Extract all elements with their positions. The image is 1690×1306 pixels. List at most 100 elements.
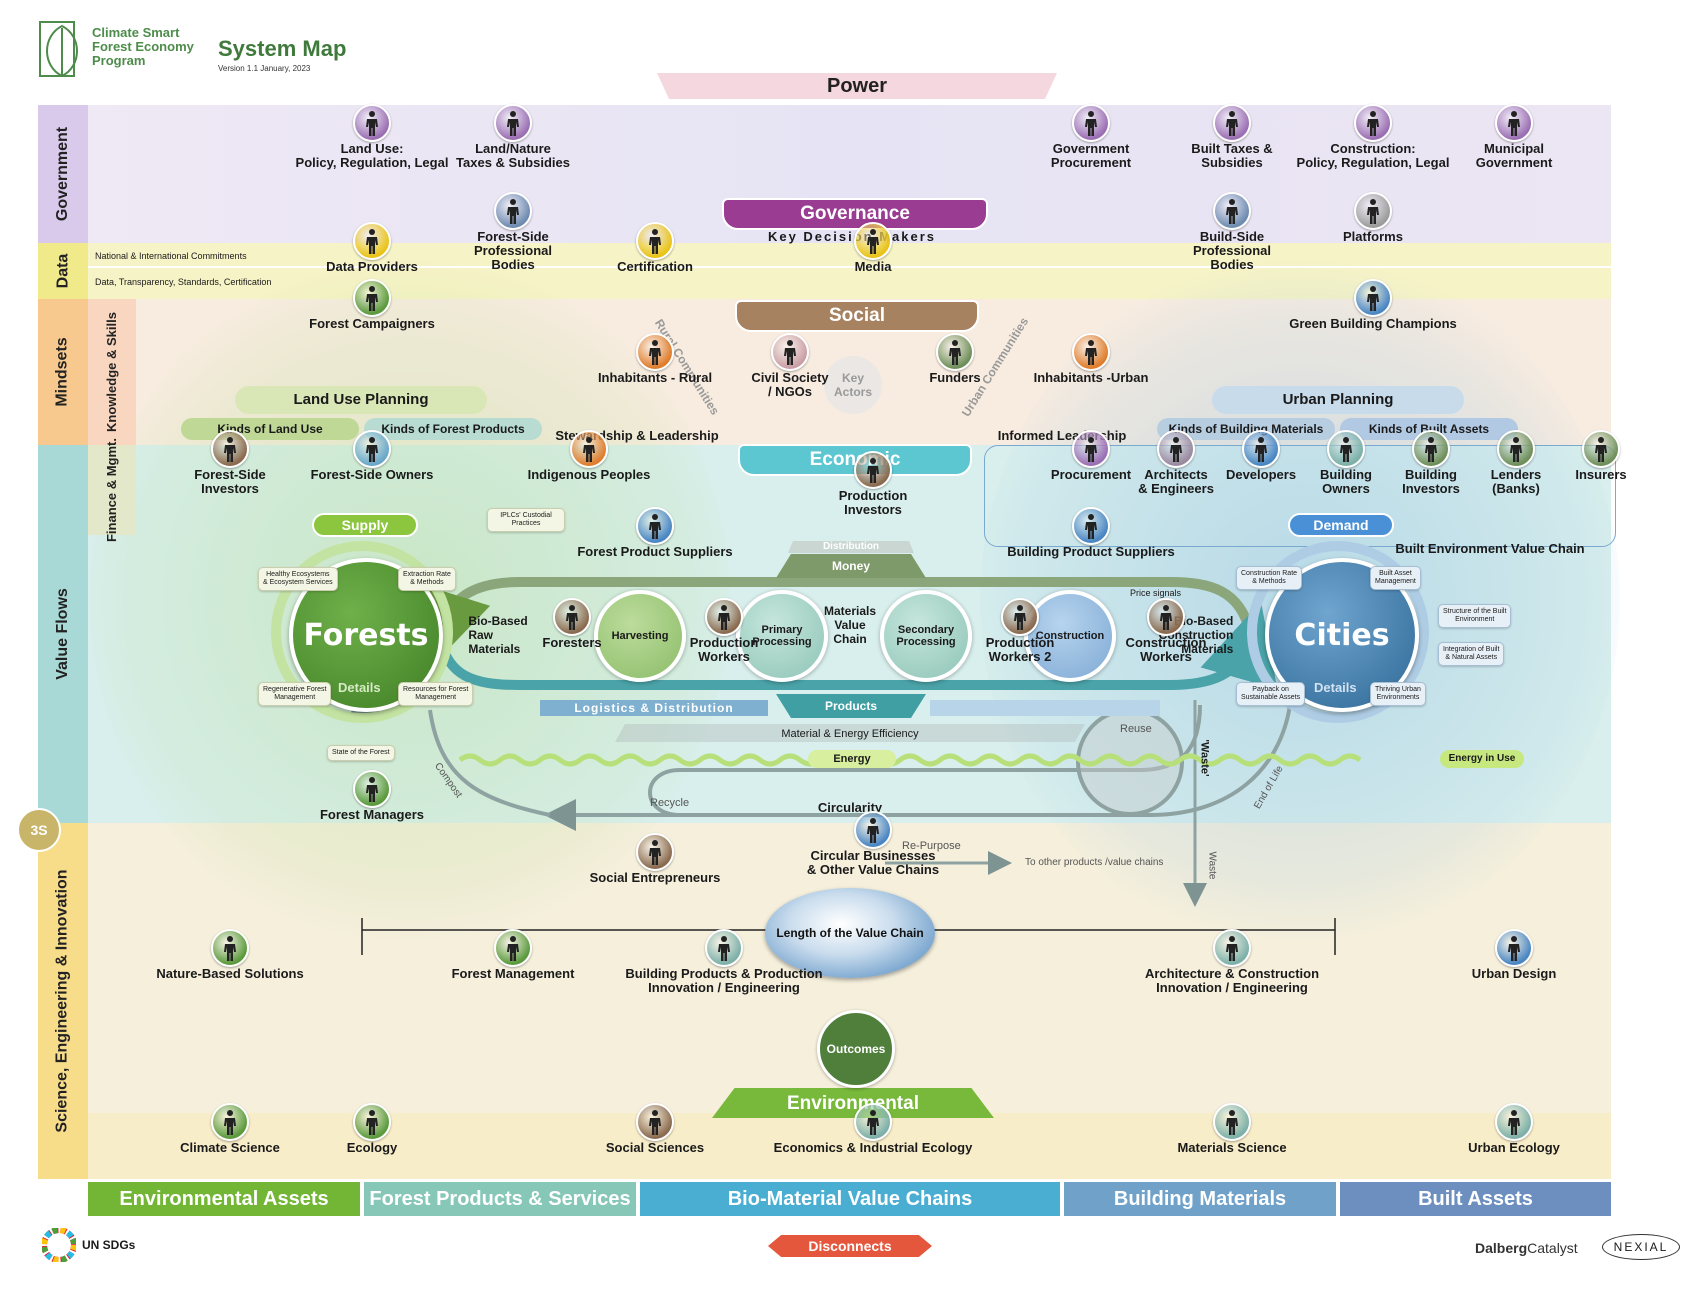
knowledge-skills-label: Knowledge & Skills xyxy=(88,299,136,445)
city-tag-integration: Integration of Built & Natural Assets xyxy=(1438,642,1505,666)
sdg-wheel-icon xyxy=(42,1228,76,1262)
circular-businesses-person-icon[interactable] xyxy=(854,811,892,849)
governance-banner: Governance xyxy=(722,198,988,230)
land-use-person-icon[interactable] xyxy=(353,104,391,142)
procurement-person-icon[interactable] xyxy=(1072,430,1110,468)
construction-policy-person-icon[interactable] xyxy=(1354,104,1392,142)
length-of-value-chain-label: Length of the Value Chain xyxy=(776,926,924,940)
urban-design-label: Urban Design xyxy=(1471,966,1557,981)
data-commitments-label: National & International Commitments xyxy=(95,251,247,261)
building-product-suppliers-person-icon[interactable] xyxy=(1072,507,1110,545)
funders-person-icon[interactable] xyxy=(936,333,974,371)
forest-owners-person-icon[interactable] xyxy=(353,430,391,468)
cities-details-label[interactable]: Details xyxy=(1314,680,1357,695)
inhabitants-rural-person-icon[interactable] xyxy=(636,333,674,371)
production-investors-person-icon[interactable] xyxy=(854,451,892,489)
platforms-label: Platforms xyxy=(1343,229,1403,244)
media-person-icon[interactable] xyxy=(854,222,892,260)
demand-actors-box xyxy=(984,445,1616,547)
products-band: Products xyxy=(776,694,926,718)
bio-raw-materials-label: Bio-Based Raw Materials xyxy=(468,614,527,656)
secondary-processing-node[interactable]: Secondary Processing xyxy=(880,590,972,682)
urban-planning-pill[interactable]: Urban Planning xyxy=(1212,386,1464,414)
forest-tag-resources: Resources for Forest Management xyxy=(398,682,474,706)
lenders-person-icon[interactable] xyxy=(1497,430,1535,468)
green-building-person-icon[interactable] xyxy=(1354,279,1392,317)
demand-pill: Demand xyxy=(1288,513,1394,537)
social-entrepreneurs-person-icon[interactable] xyxy=(636,833,674,871)
construction-workers-person-icon[interactable] xyxy=(1147,598,1185,636)
forest-bodies-person-icon[interactable] xyxy=(494,192,532,230)
construction-node[interactable]: Construction xyxy=(1024,590,1116,682)
forest-owners-label: Forest-Side Owners xyxy=(310,467,434,482)
forest-investors-person-icon[interactable] xyxy=(211,430,249,468)
program-name-line3: Program xyxy=(92,53,146,68)
building-owners-label: Building Owners xyxy=(1320,467,1372,496)
production-workers2-person-icon[interactable] xyxy=(1001,598,1039,636)
architects-person-icon[interactable] xyxy=(1157,430,1195,468)
dalberg-logo: DalbergCatalyst xyxy=(1475,1240,1578,1256)
nbs-person-icon[interactable] xyxy=(211,929,249,967)
city-tag-construction-rate: Construction Rate & Methods xyxy=(1236,566,1303,590)
forest-campaigners-person-icon[interactable] xyxy=(353,279,391,317)
civil-society-person-icon[interactable] xyxy=(771,333,809,371)
harvesting-node[interactable]: Harvesting xyxy=(594,590,686,682)
primary-processing-node[interactable]: Primary Processing xyxy=(736,590,828,682)
version-text: Version 1.1 January, 2023 xyxy=(218,64,311,73)
social-sciences-label: Social Sciences xyxy=(605,1140,705,1155)
forest-product-suppliers-person-icon[interactable] xyxy=(636,507,674,545)
forest-tag-extraction-text: Extraction Rate & Methods xyxy=(403,571,451,586)
social-sciences-person-icon[interactable] xyxy=(636,1103,674,1141)
arch-construction-person-icon[interactable] xyxy=(1213,929,1251,967)
kinds-built-assets-pill[interactable]: Kinds of Built Assets xyxy=(1340,418,1518,440)
platforms-person-icon[interactable] xyxy=(1354,192,1392,230)
sdgs-label: UN SDGs xyxy=(82,1238,136,1252)
state-of-forest-tag: State of the Forest xyxy=(327,745,395,761)
kinds-forest-products-pill[interactable]: Kinds of Forest Products xyxy=(364,418,542,440)
building-investors-person-icon[interactable] xyxy=(1412,430,1450,468)
indigenous-person-icon[interactable] xyxy=(570,430,608,468)
land-use-label: Land Use: Policy, Regulation, Legal xyxy=(295,141,449,170)
urban-design-person-icon[interactable] xyxy=(1495,929,1533,967)
env-assets-bar: Environmental Assets xyxy=(88,1182,360,1216)
building-owners-person-icon[interactable] xyxy=(1327,430,1365,468)
repurpose-label: Re-Purpose xyxy=(902,840,961,852)
env-assets-label: Environmental Assets xyxy=(119,1187,329,1210)
insurers-person-icon[interactable] xyxy=(1582,430,1620,468)
materials-science-person-icon[interactable] xyxy=(1213,1103,1251,1141)
disconnects-banner: Disconnects xyxy=(768,1235,932,1257)
building-materials-label: Building Materials xyxy=(1113,1187,1287,1210)
climate-science-person-icon[interactable] xyxy=(211,1103,249,1141)
price-signals-label: Price signals xyxy=(1130,588,1182,598)
nbs-label: Nature-Based Solutions xyxy=(156,966,304,981)
city-tag-structure-text: Structure of the Built Environment xyxy=(1443,608,1507,623)
built-taxes-person-icon[interactable] xyxy=(1213,104,1251,142)
land-nature-person-icon[interactable] xyxy=(494,104,532,142)
city-tag-thriving: Thriving Urban Environments xyxy=(1370,682,1426,706)
land-use-planning-pill[interactable]: Land Use Planning xyxy=(235,386,487,414)
foresters-person-icon[interactable] xyxy=(553,598,591,636)
developers-person-icon[interactable] xyxy=(1242,430,1280,468)
data-providers-label: Data Providers xyxy=(326,259,418,274)
supply-pill: Supply xyxy=(312,513,418,537)
economics-person-icon[interactable] xyxy=(854,1103,892,1141)
forest-products-label: Forest Products & Services xyxy=(369,1187,631,1210)
forest-management-person-icon[interactable] xyxy=(494,929,532,967)
harvesting-label: Harvesting xyxy=(611,630,669,642)
forest-managers-person-icon[interactable] xyxy=(353,770,391,808)
urban-ecology-person-icon[interactable] xyxy=(1495,1103,1533,1141)
ecology-person-icon[interactable] xyxy=(353,1103,391,1141)
gov-procurement-person-icon[interactable] xyxy=(1072,104,1110,142)
certification-person-icon[interactable] xyxy=(636,222,674,260)
municipal-person-icon[interactable] xyxy=(1495,104,1533,142)
build-bodies-person-icon[interactable] xyxy=(1213,192,1251,230)
indigenous-label: Indigenous Peoples xyxy=(527,467,651,482)
inhabitants-urban-person-icon[interactable] xyxy=(1072,333,1110,371)
forests-details-label[interactable]: Details xyxy=(338,680,381,695)
key-actors-circle: Key Actors xyxy=(824,356,882,414)
production-workers-person-icon[interactable] xyxy=(705,598,743,636)
kinds-building-materials-pill[interactable]: Kinds of Building Materials xyxy=(1157,418,1335,440)
data-providers-person-icon[interactable] xyxy=(353,222,391,260)
government-row-label: Government xyxy=(38,105,88,243)
building-products-person-icon[interactable] xyxy=(705,929,743,967)
